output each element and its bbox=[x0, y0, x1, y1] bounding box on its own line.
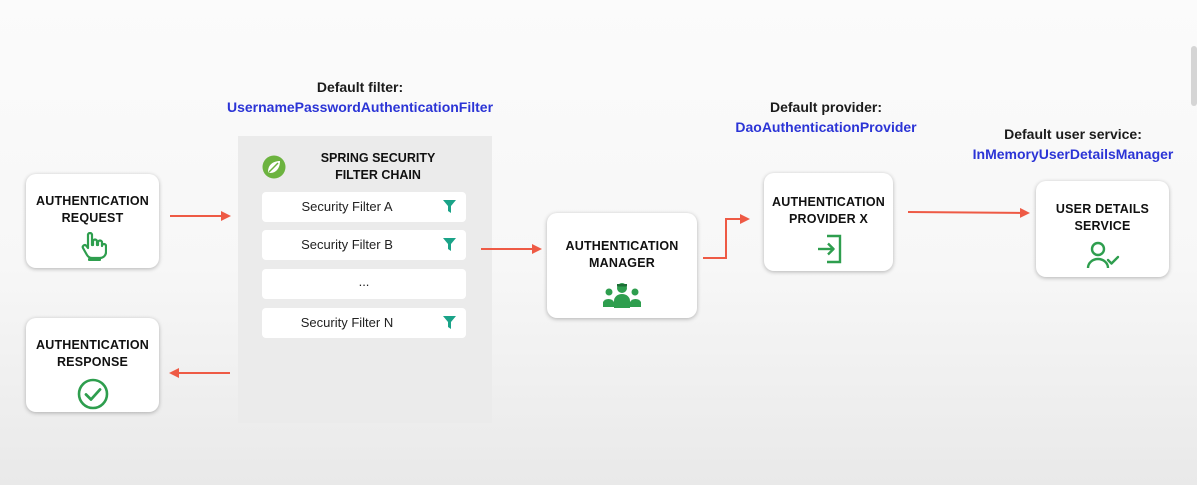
security-filter-ellipsis-label: ... bbox=[358, 274, 370, 289]
security-filter-b: Security Filter B bbox=[262, 230, 466, 260]
filter-chain-title: SPRING SECURITY FILTER CHAIN bbox=[288, 150, 468, 184]
filter-chain-title-line2: FILTER CHAIN bbox=[335, 168, 421, 182]
authentication-request-line1: AUTHENTICATION bbox=[36, 194, 149, 208]
arrow-manager-to-provider bbox=[703, 214, 750, 259]
caption-default-user-service: Default user service: InMemoryUserDetail… bbox=[950, 124, 1196, 164]
user-check-icon bbox=[1086, 241, 1120, 272]
authentication-provider-node: AUTHENTICATION PROVIDER X bbox=[764, 173, 893, 271]
filter-funnel-icon bbox=[443, 238, 456, 255]
login-arrow-icon bbox=[815, 234, 843, 267]
security-filter-ellipsis: ... bbox=[262, 269, 466, 299]
filter-funnel-icon bbox=[443, 316, 456, 333]
user-details-service-line2: SERVICE bbox=[1074, 219, 1131, 233]
security-filter-n-label: Security Filter N bbox=[300, 315, 394, 330]
caption-default-provider-value: DaoAuthenticationProvider bbox=[735, 119, 917, 135]
authentication-provider-line1: AUTHENTICATION bbox=[772, 195, 885, 209]
authentication-provider-line2: PROVIDER X bbox=[788, 212, 869, 226]
caption-default-provider-label: Default provider: bbox=[769, 99, 882, 115]
spring-security-filter-chain: SPRING SECURITY FILTER CHAIN Security Fi… bbox=[238, 136, 492, 423]
authentication-response-line2: RESPONSE bbox=[56, 355, 129, 369]
caption-default-user-service-label: Default user service: bbox=[1004, 126, 1142, 142]
caption-default-filter-label: Default filter: bbox=[316, 79, 404, 95]
security-filter-a-label: Security Filter A bbox=[301, 199, 393, 214]
spring-leaf-icon bbox=[262, 155, 286, 184]
filter-chain-title-line1: SPRING SECURITY bbox=[320, 151, 436, 165]
caption-default-filter-value: UsernamePasswordAuthenticationFilter bbox=[226, 99, 494, 115]
arrow-provider-to-user-service bbox=[907, 207, 1030, 218]
authentication-manager-line1: AUTHENTICATION bbox=[565, 239, 679, 253]
security-filter-n: Security Filter N bbox=[262, 308, 466, 338]
authentication-request-node: AUTHENTICATION REQUEST bbox=[26, 174, 159, 268]
caption-default-filter: Default filter: UsernamePasswordAuthenti… bbox=[200, 77, 520, 117]
security-filter-b-label: Security Filter B bbox=[301, 237, 393, 252]
caption-default-user-service-value: InMemoryUserDetailsManager bbox=[972, 146, 1174, 162]
user-details-service-node: USER DETAILS SERVICE bbox=[1036, 181, 1169, 277]
check-circle-icon bbox=[77, 378, 109, 413]
authentication-manager-node: AUTHENTICATION MANAGER bbox=[547, 213, 697, 318]
authentication-manager-line2: MANAGER bbox=[589, 256, 655, 270]
group-people-icon bbox=[602, 281, 642, 312]
caption-default-provider: Default provider: DaoAuthenticationProvi… bbox=[706, 97, 946, 137]
user-details-service-line1: USER DETAILS bbox=[1055, 202, 1150, 216]
pointing-hand-icon bbox=[79, 231, 107, 265]
scrollbar[interactable] bbox=[1191, 46, 1197, 106]
filter-funnel-icon bbox=[443, 200, 456, 217]
authentication-request-line2: REQUEST bbox=[61, 211, 124, 225]
authentication-response-line1: AUTHENTICATION bbox=[36, 338, 149, 352]
authentication-response-node: AUTHENTICATION RESPONSE bbox=[26, 318, 159, 412]
security-filter-a: Security Filter A bbox=[262, 192, 466, 222]
filter-chain-header: SPRING SECURITY FILTER CHAIN bbox=[238, 150, 492, 190]
